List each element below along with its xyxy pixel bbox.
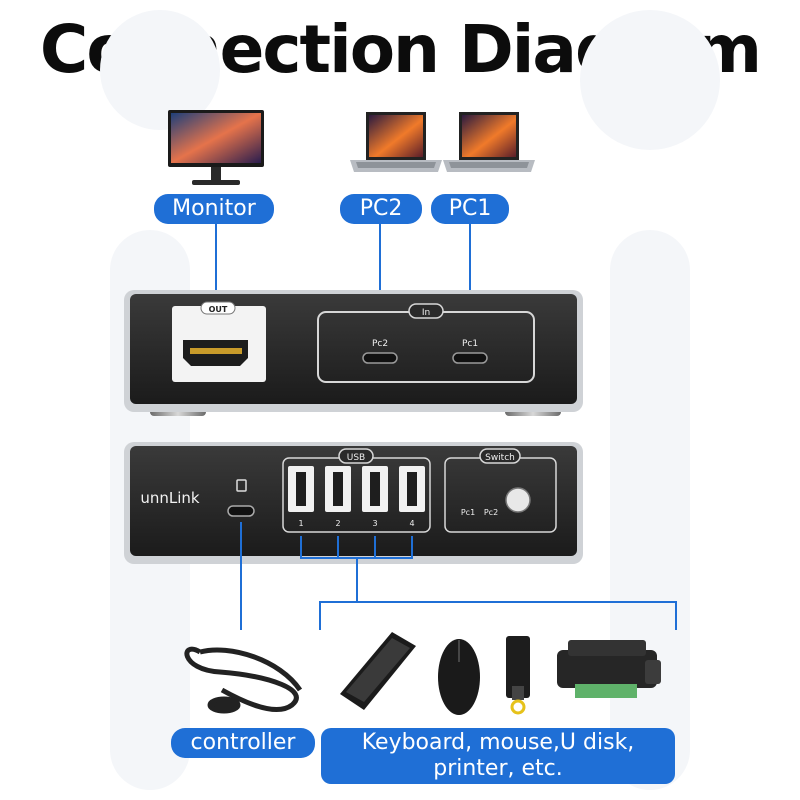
label-pc1: PC1 xyxy=(431,194,509,224)
usb-c-port-pc2 xyxy=(362,352,398,364)
label-controller: controller xyxy=(171,728,315,758)
usb-port-number: 2 xyxy=(335,519,340,528)
device-back-panel xyxy=(124,290,583,416)
connection-lines-bottom xyxy=(240,522,677,630)
peripherals-line-2: printer, etc. xyxy=(433,756,563,781)
controller-port-icon xyxy=(236,479,247,492)
out-label: OUT xyxy=(209,305,228,314)
controller-port xyxy=(227,505,255,517)
usb-port-number: 3 xyxy=(372,519,377,528)
label-monitor: Monitor xyxy=(154,194,274,224)
laptop-icon xyxy=(443,112,535,172)
switch-button xyxy=(505,487,531,513)
laptop-icon xyxy=(350,112,442,172)
printer-icon xyxy=(557,640,661,698)
brand-logo: unnLink xyxy=(140,489,200,507)
usb-port-number: 4 xyxy=(409,519,414,528)
remote-controller-icon xyxy=(184,646,303,714)
switch-label-pc2: Pc2 xyxy=(484,508,498,517)
label-peripherals: Keyboard, mouse,U disk, printer, etc. xyxy=(321,728,675,784)
keyboard-icon xyxy=(340,632,416,710)
switch-label-pc1: Pc1 xyxy=(461,508,475,517)
usb-port-number: 1 xyxy=(298,519,303,528)
mouse-icon xyxy=(438,639,480,715)
in-label: In xyxy=(422,308,430,318)
port-label-pc1: Pc1 xyxy=(462,339,478,349)
switch-label: Switch xyxy=(485,453,515,463)
monitor-icon xyxy=(168,110,264,185)
usb-label: USB xyxy=(347,453,365,463)
label-pc2: PC2 xyxy=(340,194,422,224)
usb-c-port-pc1 xyxy=(452,352,488,364)
port-label-pc2: Pc2 xyxy=(372,339,388,349)
peripherals-line-1: Keyboard, mouse,U disk, xyxy=(361,730,635,755)
usb-disk-icon xyxy=(506,636,530,715)
